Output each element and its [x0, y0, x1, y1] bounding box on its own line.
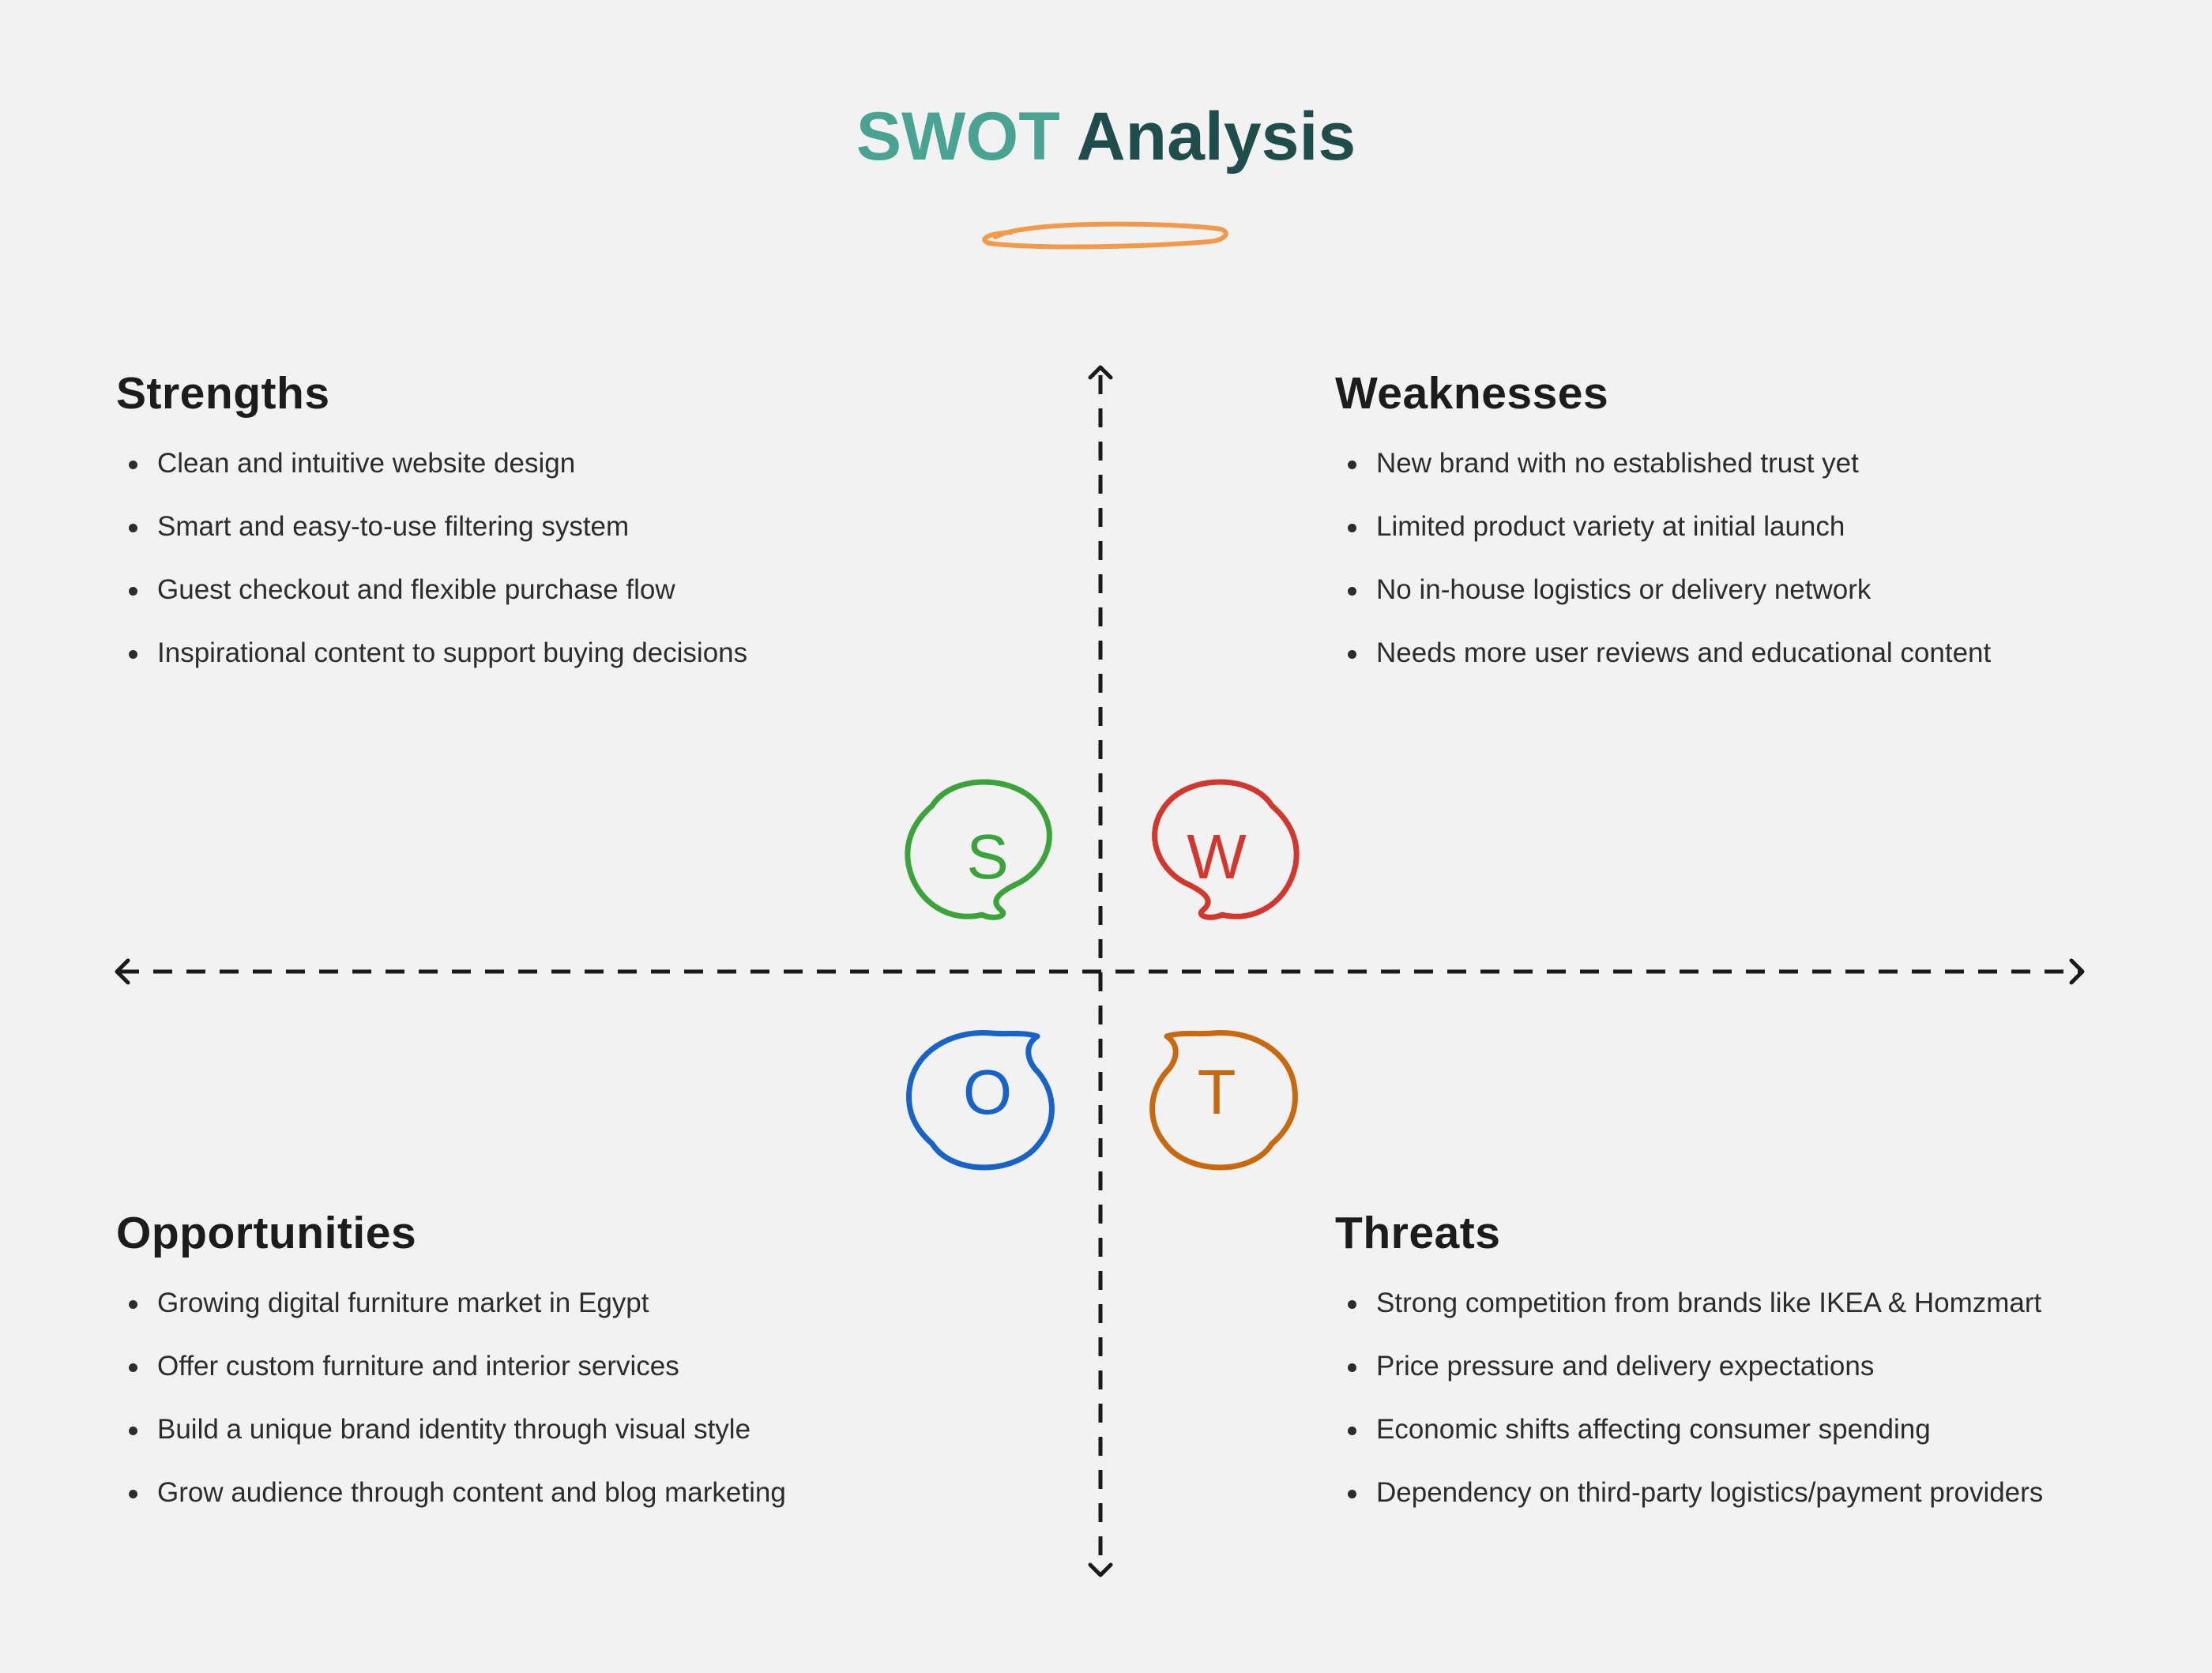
threats-list: Strong competition from brands like IKEA…	[1335, 1272, 2212, 1524]
list-item: No in-house logistics or delivery networ…	[1335, 558, 2212, 622]
weaknesses-heading: Weaknesses	[1335, 371, 2212, 416]
list-item: Dependency on third-party logistics/paym…	[1335, 1461, 2212, 1524]
bullet-icon	[129, 1427, 137, 1435]
bullet-icon	[129, 461, 137, 469]
bullet-icon	[1348, 461, 1356, 469]
bubble-letter-o: O	[897, 1002, 1078, 1183]
list-item-text: Smart and easy-to-use filtering system	[157, 511, 629, 542]
list-item-text: New brand with no established trust yet	[1376, 448, 1859, 479]
list-item-text: Build a unique brand identity through vi…	[157, 1414, 750, 1445]
list-item: New brand with no established trust yet	[1335, 432, 2212, 495]
list-item-text: No in-house logistics or delivery networ…	[1376, 574, 1871, 605]
list-item-text: Guest checkout and flexible purchase flo…	[157, 574, 675, 605]
threats-quadrant: Threats Strong competition from brands l…	[1335, 1211, 2212, 1524]
strengths-bubble: S	[897, 766, 1078, 948]
bullet-icon	[129, 1363, 137, 1372]
bullet-icon	[129, 524, 137, 532]
list-item: Guest checkout and flexible purchase flo…	[116, 558, 1064, 622]
list-item-text: Price pressure and delivery expectations	[1376, 1351, 1874, 1382]
strengths-quadrant: Strengths Clean and intuitive website de…	[116, 371, 1064, 685]
strengths-list: Clean and intuitive website design Smart…	[116, 432, 1064, 685]
bullet-icon	[1348, 1300, 1356, 1309]
bullet-icon	[1348, 1363, 1356, 1372]
threats-heading: Threats	[1335, 1211, 2212, 1256]
list-item-text: Growing digital furniture market in Egyp…	[157, 1288, 649, 1318]
list-item: Build a unique brand identity through vi…	[116, 1398, 1064, 1461]
bullet-icon	[129, 1300, 137, 1309]
list-item-text: Economic shifts affecting consumer spend…	[1376, 1414, 1931, 1445]
list-item: Limited product variety at initial launc…	[1335, 495, 2212, 558]
list-item: Price pressure and delivery expectations	[1335, 1335, 2212, 1398]
bullet-icon	[1348, 587, 1356, 596]
bullet-icon	[1348, 650, 1356, 659]
opportunities-list: Growing digital furniture market in Egyp…	[116, 1272, 1064, 1524]
bullet-icon	[1348, 1490, 1356, 1498]
list-item-text: Needs more user reviews and educational …	[1376, 637, 1991, 668]
bullet-icon	[129, 650, 137, 659]
opportunities-heading: Opportunities	[116, 1211, 1064, 1256]
list-item-text: Inspirational content to support buying …	[157, 637, 747, 668]
opportunities-quadrant: Opportunities Growing digital furniture …	[116, 1211, 1064, 1524]
weaknesses-list: New brand with no established trust yet …	[1335, 432, 2212, 685]
list-item: Needs more user reviews and educational …	[1335, 622, 2212, 685]
bubble-letter-s: S	[897, 766, 1078, 948]
bubble-letter-t: T	[1126, 1002, 1307, 1183]
list-item: Growing digital furniture market in Egyp…	[116, 1272, 1064, 1335]
list-item: Clean and intuitive website design	[116, 432, 1064, 495]
list-item: Economic shifts affecting consumer spend…	[1335, 1398, 2212, 1461]
weaknesses-quadrant: Weaknesses New brand with no established…	[1335, 371, 2212, 685]
list-item-text: Dependency on third-party logistics/paym…	[1376, 1477, 2043, 1508]
list-item-text: Offer custom furniture and interior serv…	[157, 1351, 679, 1382]
arrow-down-icon	[1090, 1565, 1111, 1575]
list-item: Grow audience through content and blog m…	[116, 1461, 1064, 1524]
list-item-text: Limited product variety at initial launc…	[1376, 511, 1845, 542]
bullet-icon	[129, 1490, 137, 1498]
opportunities-bubble: O	[897, 1002, 1078, 1183]
threats-bubble: T	[1126, 1002, 1307, 1183]
list-item-text: Strong competition from brands like IKEA…	[1376, 1288, 2041, 1318]
bullet-icon	[1348, 1427, 1356, 1435]
strengths-heading: Strengths	[116, 371, 1064, 416]
list-item: Strong competition from brands like IKEA…	[1335, 1272, 2212, 1335]
list-item-text: Clean and intuitive website design	[157, 448, 575, 479]
weaknesses-bubble: W	[1126, 766, 1307, 948]
list-item: Inspirational content to support buying …	[116, 622, 1064, 685]
bubble-letter-w: W	[1126, 766, 1307, 948]
bullet-icon	[1348, 524, 1356, 532]
list-item: Smart and easy-to-use filtering system	[116, 495, 1064, 558]
arrow-right-icon	[2071, 961, 2082, 983]
list-item: Offer custom furniture and interior serv…	[116, 1335, 1064, 1398]
bullet-icon	[129, 587, 137, 596]
list-item-text: Grow audience through content and blog m…	[157, 1477, 786, 1508]
